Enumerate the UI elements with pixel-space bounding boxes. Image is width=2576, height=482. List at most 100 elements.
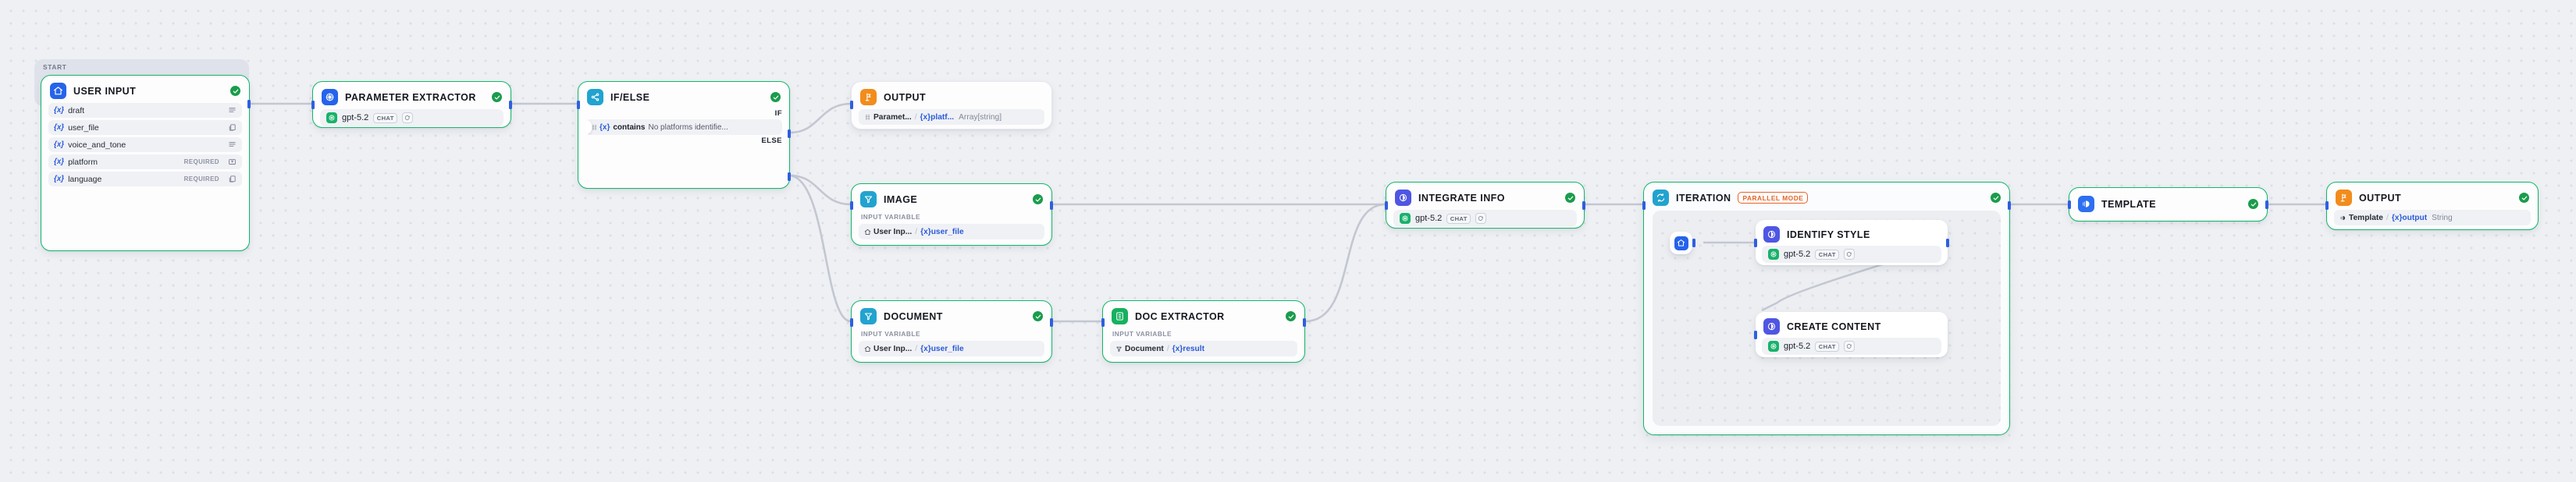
node-handle-left[interactable] [2068, 200, 2071, 209]
node-parameter-extractor[interactable]: PARAMETER EXTRACTOR gpt-5.2 CHAT [311, 81, 512, 128]
node-document-header: DOCUMENT [852, 301, 1051, 328]
variable-prefix: {x} [54, 158, 65, 166]
node-output-top-header: OUTPUT [852, 82, 1051, 109]
output-reference-row[interactable]: Paramet... / {x}platf... Array[string] [859, 109, 1044, 125]
node-handle-right[interactable] [509, 101, 512, 109]
node-iteration[interactable]: ITERATION PARALLEL MODE [1642, 182, 2011, 435]
status-success-icon [1033, 311, 1043, 321]
variable-name: user_file [68, 122, 99, 133]
iteration-subcanvas[interactable]: IDENTIFY STYLE gpt-5.2 CHAT [1653, 211, 2001, 426]
home-icon [50, 83, 66, 99]
openai-icon [1400, 213, 1411, 224]
reference-source-text: Paramet... [873, 112, 912, 122]
variable-row-voice-and-tone[interactable]: {x} voice_and_tone [48, 137, 242, 152]
status-success-icon [1286, 311, 1296, 321]
branch-label-else: ELSE [761, 136, 782, 145]
model-name: gpt-5.2 [1784, 342, 1811, 351]
section-label-input-variable: INPUT VARIABLE [1112, 330, 1172, 338]
node-handle-right[interactable] [1946, 239, 1949, 247]
node-doc-extractor[interactable]: DOC EXTRACTOR INPUT VARIABLE Document / … [1101, 300, 1306, 363]
node-user-input[interactable]: USER INPUT {x} draft {x} user_file [41, 75, 251, 251]
node-integrate-info-title: INTEGRATE INFO [1418, 192, 1505, 204]
node-image[interactable]: IMAGE INPUT VARIABLE User Inp... / {x}us… [850, 183, 1053, 246]
node-image-title: IMAGE [884, 193, 918, 205]
required-badge: REQUIRED [183, 175, 219, 183]
node-handle-right[interactable] [1050, 318, 1053, 327]
node-handle-left[interactable] [1385, 201, 1388, 210]
model-pill[interactable]: gpt-5.2 CHAT [1762, 338, 1941, 355]
reference-separator: / [2386, 213, 2389, 222]
node-template-header: TEMPLATE [2069, 188, 2267, 220]
node-create-content-title: CREATE CONTENT [1787, 321, 1881, 332]
reference-variable: {x}user_file [920, 344, 964, 353]
node-handle-left[interactable] [850, 318, 853, 327]
reference-variable: {x}user_file [920, 227, 964, 236]
edge-docextractor-integrateinfo [1304, 203, 1386, 323]
node-handle-right[interactable] [1692, 239, 1695, 247]
sparkle-image-icon[interactable] [1475, 213, 1487, 224]
status-success-icon [1033, 194, 1043, 204]
openai-icon [1768, 341, 1779, 352]
node-identify-style[interactable]: IDENTIFY STYLE gpt-5.2 CHAT [1754, 220, 1949, 265]
variable-row-language[interactable]: {x} language REQUIRED [48, 172, 242, 186]
output-reference-row[interactable]: Template / {x}output String [2334, 210, 2531, 225]
node-if-else[interactable]: IF/ELSE IF {x} contains No platforms ide… [577, 81, 791, 189]
llm-circle-icon [1395, 190, 1411, 206]
node-document-body: INPUT VARIABLE User Inp... / {x}user_fil… [852, 328, 1051, 363]
node-handle-left[interactable] [850, 101, 853, 109]
node-template[interactable]: TEMPLATE [2068, 187, 2268, 222]
model-pill[interactable]: gpt-5.2 CHAT [320, 109, 503, 126]
iteration-start-node[interactable] [1670, 232, 1695, 254]
node-document-title: DOCUMENT [884, 310, 943, 322]
input-variable-row[interactable]: User Inp... / {x}user_file [859, 341, 1044, 356]
node-handle-left[interactable] [577, 101, 580, 109]
node-handle-right[interactable] [2008, 201, 2011, 210]
node-handle-left[interactable] [1754, 331, 1757, 339]
node-handle-left[interactable] [1101, 318, 1105, 327]
node-handle-left[interactable] [311, 101, 315, 109]
node-handle-right[interactable] [1050, 201, 1053, 210]
node-handle-left[interactable] [1642, 201, 1646, 210]
node-output-top[interactable]: OUTPUT Paramet... / {x}platf... Array[st… [850, 81, 1052, 132]
node-output-top-body: Paramet... / {x}platf... Array[string] [852, 109, 1051, 132]
reference-source-text: User Inp... [873, 344, 913, 353]
node-create-content[interactable]: CREATE CONTENT gpt-5.2 CHAT [1754, 312, 1948, 357]
node-handle-left[interactable] [1754, 239, 1757, 247]
variable-row-draft[interactable]: {x} draft [48, 103, 242, 118]
variable-row-user-file[interactable]: {x} user_file [48, 120, 242, 135]
input-variable-row[interactable]: Document / {x}result [1110, 341, 1297, 356]
node-document[interactable]: DOCUMENT INPUT VARIABLE User Inp... / {x… [850, 300, 1053, 363]
node-if-else-title: IF/ELSE [610, 91, 650, 103]
model-pill[interactable]: gpt-5.2 CHAT [1762, 246, 1941, 263]
variable-drag-chip[interactable] [585, 120, 592, 134]
node-handle-left[interactable] [850, 201, 853, 210]
filter-icon [860, 308, 877, 324]
variable-prefix: {x} [54, 106, 65, 115]
node-iteration-header: ITERATION PARALLEL MODE [1644, 183, 2009, 206]
reference-source: Template [2339, 214, 2383, 222]
node-handle-if[interactable] [788, 129, 791, 138]
status-success-icon [2519, 193, 2529, 203]
node-integrate-info[interactable]: INTEGRATE INFO gpt-5.2 CHAT [1385, 182, 1585, 229]
openai-icon [1768, 249, 1779, 260]
home-icon [1674, 236, 1688, 250]
node-output-end[interactable]: OUTPUT Template / {x}output String [2325, 182, 2539, 230]
model-pill[interactable]: gpt-5.2 CHAT [1393, 210, 1577, 227]
sparkle-image-icon[interactable] [402, 112, 414, 123]
node-parameter-extractor-title: PARAMETER EXTRACTOR [345, 91, 476, 103]
node-handle-right[interactable] [247, 100, 251, 108]
node-handle-right[interactable] [1582, 201, 1585, 210]
input-variable-row[interactable]: User Inp... / {x}user_file [859, 224, 1044, 239]
variable-row-platform[interactable]: {x} platform REQUIRED [48, 154, 242, 169]
node-handle-else[interactable] [788, 172, 791, 181]
condition-row[interactable]: {x} contains No platforms identifie... [585, 119, 782, 135]
sparkle-image-icon[interactable] [1844, 249, 1856, 260]
node-output-end-title: OUTPUT [2359, 192, 2402, 204]
node-handle-right[interactable] [2265, 200, 2268, 209]
node-handle-right[interactable] [1303, 318, 1306, 327]
status-success-icon [770, 92, 781, 102]
sparkle-image-icon[interactable] [1844, 341, 1856, 352]
node-handle-left[interactable] [2325, 201, 2329, 210]
doc-extract-icon [1112, 308, 1128, 324]
